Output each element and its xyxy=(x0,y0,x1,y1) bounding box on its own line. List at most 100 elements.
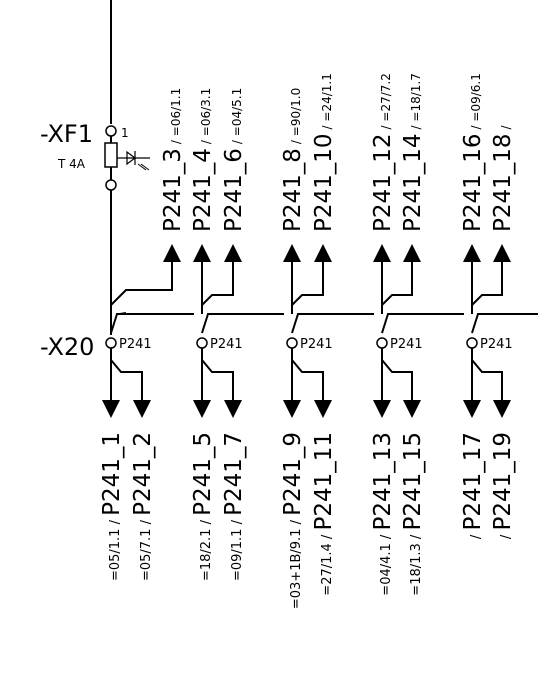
up-signal-label: P241_12 / =27/7.2 xyxy=(370,73,396,232)
signal-name: P241_12 xyxy=(370,133,396,232)
signal-name: P241_13 xyxy=(370,432,396,531)
terminal-circle xyxy=(196,337,208,349)
signal-name: P241_9 xyxy=(280,432,306,516)
down-arrow xyxy=(283,400,301,418)
signal-name: P241_11 xyxy=(311,432,337,531)
up-arrow xyxy=(373,244,391,262)
signal-name: P241_2 xyxy=(130,432,156,516)
terminal-label: P241 xyxy=(480,337,513,352)
signal-ref: / =06/3.1 xyxy=(199,88,213,144)
terminal-label: P241 xyxy=(390,337,423,352)
up-signal-label: P241_14 / =18/1.7 xyxy=(400,73,426,232)
up-signal-label: P241_8 / =90/1.0 xyxy=(280,88,306,232)
bus-segment xyxy=(201,313,284,334)
signal-ref: =18/1.3 / xyxy=(409,531,424,596)
bus-segment xyxy=(291,313,374,334)
signal-name: P241_19 xyxy=(490,432,516,531)
down-signal-label: / P241_17 xyxy=(460,432,486,539)
up-arrow xyxy=(493,244,511,262)
signal-ref: / =18/1.7 xyxy=(409,73,423,129)
signal-name: P241_16 xyxy=(460,133,486,232)
up-branch-wire xyxy=(291,262,324,306)
bus-segment xyxy=(110,313,194,334)
down-signal-label: =03+1B/9.1 / P241_9 xyxy=(280,432,306,609)
up-arrow xyxy=(403,244,421,262)
up-branch-wire xyxy=(110,262,173,306)
fuse-xf1 xyxy=(104,125,150,191)
up-arrow xyxy=(463,244,481,262)
up-arrow xyxy=(224,244,242,262)
down-branch-wire xyxy=(291,359,324,400)
signal-ref: / =06/1.1 xyxy=(169,88,183,144)
down-signal-label: =09/1.1 / P241_7 xyxy=(221,432,247,581)
up-arrow xyxy=(163,244,181,262)
signal-ref: =03+1B/9.1 / xyxy=(289,516,304,609)
signal-ref: / =27/7.2 xyxy=(379,73,393,129)
signal-ref: =04/4.1 / xyxy=(379,531,394,596)
fuse-indicator-icon xyxy=(117,150,150,171)
signal-name: P241_15 xyxy=(400,432,426,531)
down-signal-label: =05/1.1 / P241_1 xyxy=(99,432,125,581)
up-branch-wire xyxy=(201,262,234,306)
down-branch-wire xyxy=(201,359,234,400)
terminal-tag: -X20 xyxy=(40,333,94,361)
down-signal-label: =04/4.1 / P241_13 xyxy=(370,432,396,596)
up-signal-label: P241_10 / =24/1.1 xyxy=(311,73,337,232)
signal-name: P241_4 xyxy=(190,148,216,232)
signal-ref: / =04/5.1 xyxy=(230,88,244,144)
signal-name: P241_5 xyxy=(190,432,216,516)
up-signal-label: P241_16 / =09/6.1 xyxy=(460,73,486,232)
signal-name: P241_8 xyxy=(280,148,306,232)
down-signal-label: / P241_19 xyxy=(490,432,516,539)
signal-name: P241_6 xyxy=(221,148,247,232)
up-signal-label: P241_3 / =06/1.1 xyxy=(160,88,186,232)
down-arrow xyxy=(463,400,481,418)
signal-ref: / =90/1.0 xyxy=(289,88,303,144)
down-signal-label: =27/1.4 / P241_11 xyxy=(311,432,337,596)
signal-name: P241_18 xyxy=(490,133,516,232)
bus-segment xyxy=(381,313,464,334)
signal-name: P241_14 xyxy=(400,133,426,232)
signal-ref: / =09/6.1 xyxy=(469,73,483,129)
fuse-pin: 1 xyxy=(121,126,129,140)
down-signal-label: =18/1.3 / P241_15 xyxy=(400,432,426,596)
down-arrow xyxy=(493,400,511,418)
terminal-circle xyxy=(376,337,388,349)
terminal-circle xyxy=(286,337,298,349)
up-arrow xyxy=(193,244,211,262)
up-signal-label: P241_6 / =04/5.1 xyxy=(221,88,247,232)
down-arrow xyxy=(314,400,332,418)
signal-ref: / xyxy=(499,124,513,129)
terminal-circle xyxy=(105,337,117,349)
signal-ref: / =24/1.1 xyxy=(320,73,334,129)
down-arrow xyxy=(373,400,391,418)
down-arrow xyxy=(224,400,242,418)
terminal-label: P241 xyxy=(119,337,152,352)
signal-name: P241_10 xyxy=(311,133,337,232)
down-branch-wire xyxy=(381,359,413,400)
signal-name: P241_7 xyxy=(221,432,247,516)
down-branch-wire xyxy=(471,359,503,400)
up-signal-label: P241_18 / xyxy=(490,124,516,232)
down-arrow xyxy=(193,400,211,418)
down-arrow xyxy=(403,400,421,418)
signal-name: P241_3 xyxy=(160,148,186,232)
bus-segment xyxy=(471,313,538,334)
signal-ref: / xyxy=(499,531,514,540)
up-branch-wire xyxy=(381,262,413,306)
up-branch-wire xyxy=(471,262,503,306)
terminal-circle xyxy=(466,337,478,349)
signal-ref: =18/2.1 / xyxy=(199,516,214,581)
down-branch-wire xyxy=(110,359,143,400)
signal-name: P241_17 xyxy=(460,432,486,531)
signal-ref: / xyxy=(469,531,484,540)
signal-ref: =09/1.1 / xyxy=(230,516,245,581)
fuse-tag: -XF1 xyxy=(40,120,93,148)
terminal-blocks: P241 P241_3 / =06/1.1 =05/1.1 / P241_1 =05/7… xyxy=(99,73,538,609)
fuse-rating: T 4A xyxy=(57,157,86,171)
terminal-label: P241 xyxy=(300,337,333,352)
signal-ref: =27/1.4 / xyxy=(320,531,335,596)
up-arrow xyxy=(314,244,332,262)
signal-ref: =05/7.1 / xyxy=(139,516,154,581)
